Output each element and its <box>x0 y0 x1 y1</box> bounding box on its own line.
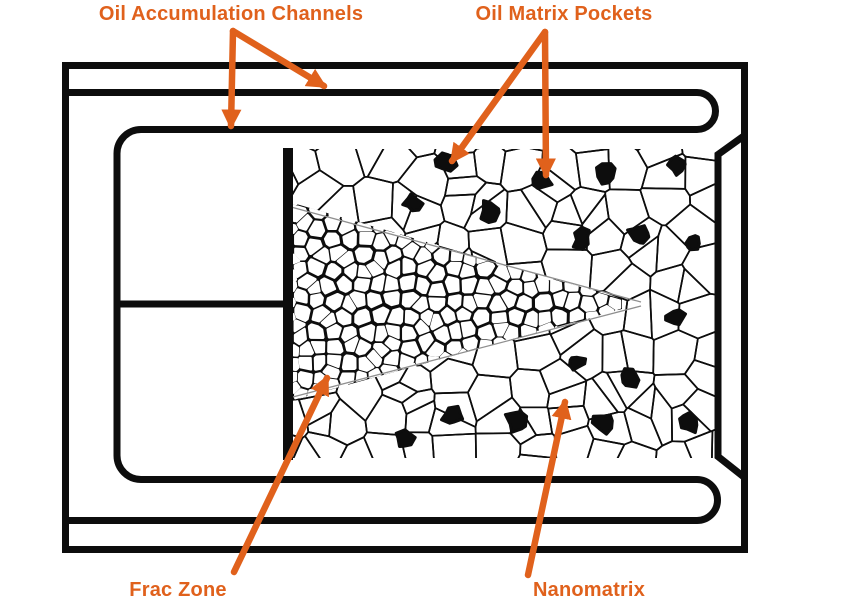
arrow-frac-zone <box>230 374 331 576</box>
oil-pocket <box>626 224 651 245</box>
oil-pocket <box>678 410 699 435</box>
frac-zone-wedge <box>291 201 622 400</box>
oil-pocket <box>440 404 465 425</box>
matrix-right-boundary <box>714 132 747 481</box>
oil-matrix-pockets <box>394 151 701 448</box>
oil-pocket <box>503 410 529 434</box>
label-oil-matrix-pockets: Oil Matrix Pockets <box>475 3 653 25</box>
oil-pocket <box>479 199 501 224</box>
oil-pocket <box>666 154 687 177</box>
label-nanomatrix: Nanomatrix <box>532 579 646 601</box>
label-oil-accumulation-channels: Oil Accumulation Channels <box>98 3 364 25</box>
oil-pocket <box>620 367 641 389</box>
arrow-oil-matrix-pockets <box>448 28 549 165</box>
frac-lower-boundary <box>288 305 642 399</box>
oil-pocket <box>394 428 417 448</box>
oil-pocket <box>595 162 617 186</box>
arrow-oil-accumulation-channels <box>229 27 328 90</box>
accumulation-channel-outline <box>69 89 721 524</box>
oil-pocket <box>590 413 614 436</box>
arrow-nanomatrix <box>524 398 572 579</box>
oil-pocket <box>401 192 425 213</box>
arrow-oil-accumulation-channels <box>221 27 242 130</box>
nanomatrix-pattern <box>291 149 716 458</box>
oil-pocket <box>571 225 591 251</box>
frac-upper-boundary <box>290 206 642 303</box>
oil-pocket <box>568 355 588 372</box>
oil-pocket <box>664 308 687 327</box>
arrow-oil-matrix-pockets <box>535 28 556 179</box>
label-frac-zone: Frac Zone <box>129 579 227 601</box>
well-structure <box>69 89 747 524</box>
oil-pocket <box>684 234 701 252</box>
annotation-arrows <box>221 27 572 579</box>
